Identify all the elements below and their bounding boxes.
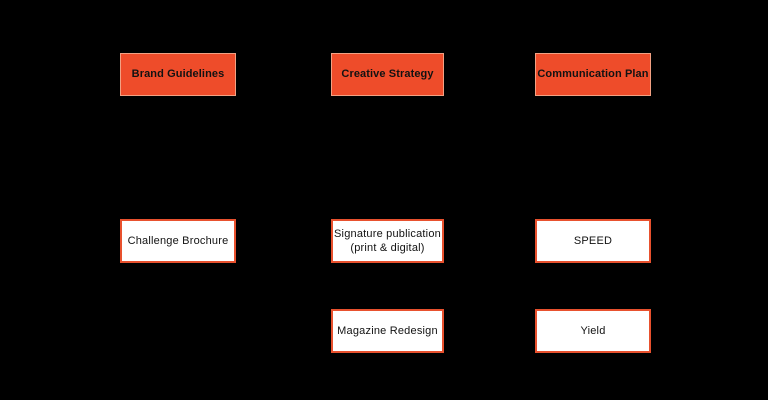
item-box-magazine-redesign: Magazine Redesign [331, 309, 444, 353]
item-box-signature-publication: Signature publication (print & digital) [331, 219, 444, 263]
header-box-communication-plan: Communication Plan [535, 53, 651, 96]
item-label: Yield [580, 324, 606, 337]
header-label: Creative Strategy [341, 68, 434, 81]
header-label: Communication Plan [537, 68, 649, 81]
header-box-creative-strategy: Creative Strategy [331, 53, 444, 96]
item-box-yield: Yield [535, 309, 651, 353]
item-label-line2: (print & digital) [350, 242, 425, 254]
item-label: Signature publication [334, 227, 441, 240]
item-label: SPEED [573, 234, 613, 247]
item-label: Magazine Redesign [337, 324, 438, 337]
item-box-challenge-brochure: Challenge Brochure [120, 219, 236, 263]
header-box-brand-guidelines: Brand Guidelines [120, 53, 236, 96]
item-box-speed: SPEED [535, 219, 651, 263]
header-label: Brand Guidelines [131, 68, 225, 81]
item-label: Challenge Brochure [127, 234, 229, 247]
